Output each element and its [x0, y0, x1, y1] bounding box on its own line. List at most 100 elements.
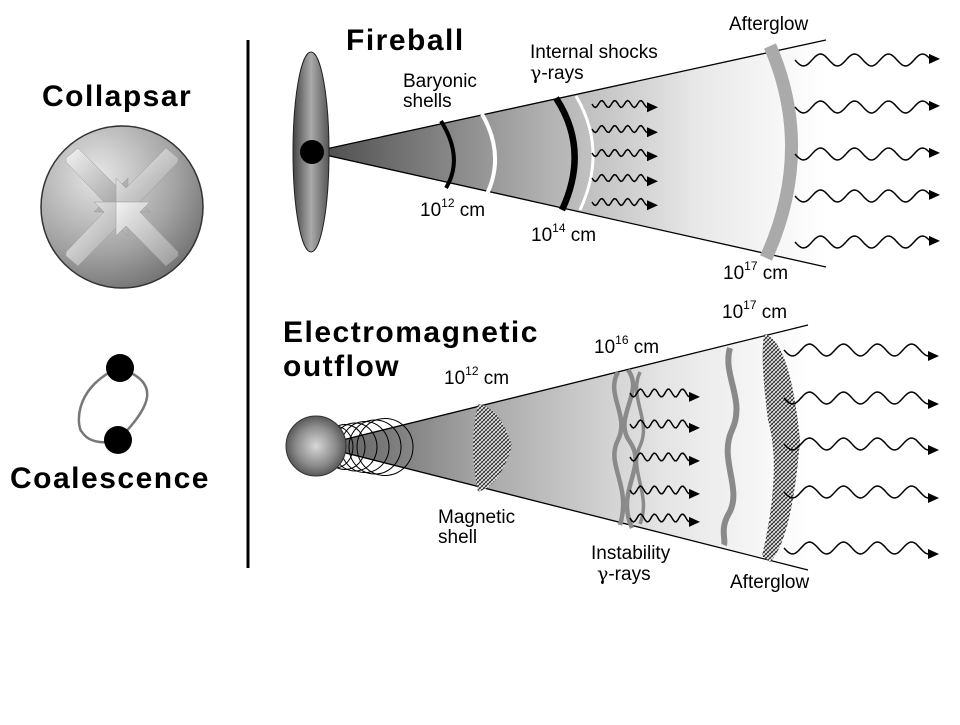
arrowhead-icon: [647, 127, 658, 138]
em-cone: [318, 325, 808, 570]
fireball-jet: [292, 39, 940, 268]
central-engine: [300, 140, 324, 164]
internal-shock-shell-light: [574, 95, 595, 211]
arrowhead-icon: [929, 235, 940, 246]
dist-base: 10: [722, 302, 744, 323]
em-gamma-ray-arrow: [629, 452, 691, 462]
dist-unit: cm: [757, 263, 789, 284]
em-afterglow-photon-arrow: [783, 485, 930, 499]
gamma-ray-waves: [591, 99, 658, 211]
em-afterglow-photon-arrow: [783, 343, 930, 357]
arrowhead-icon: [647, 102, 658, 113]
baryonic-line-2: shells: [403, 91, 452, 112]
instability-line-1: [611, 370, 626, 526]
instability-line-2-text: γ-rays: [591, 564, 670, 585]
magnetic-shell-label: Magnetic shell: [438, 508, 515, 548]
fireball-distance-3: 1017 cm: [723, 259, 789, 285]
fireball-cone: [312, 40, 826, 267]
rays-text: -rays: [608, 564, 651, 585]
arrowhead-icon: [928, 350, 939, 361]
em-afterglow-photon-arrow: [783, 541, 930, 555]
baryonic-shell-dark: [439, 119, 456, 190]
fireball-distance-1: 1012 cm: [420, 196, 485, 222]
em-gamma-ray-arrow: [629, 419, 691, 429]
dist-base: 10: [420, 200, 442, 221]
arrowhead-icon: [928, 492, 939, 503]
em-outflow-title: Electromagnetic outflow: [283, 316, 539, 384]
baryonic-shells-label: Baryonic shells: [403, 72, 477, 112]
arrowhead-icon: [689, 391, 700, 402]
rays-text: -rays: [541, 63, 584, 84]
dist-unit: cm: [628, 337, 660, 358]
dist-unit: cm: [565, 225, 597, 246]
em-distance-1: 1012 cm: [444, 364, 510, 390]
binary-orbit: [77, 354, 149, 454]
gamma-ray-arrow: [591, 197, 649, 207]
em-title-line-2: outflow: [283, 350, 401, 383]
arrowhead-icon: [647, 200, 658, 211]
magnetic-line-2: shell: [438, 527, 478, 548]
em-afterglow-waves: [783, 343, 939, 559]
dist-base: 10: [531, 225, 553, 246]
dist-base: 10: [723, 263, 745, 284]
dist-base: 10: [444, 368, 466, 389]
gamma-symbol: γ: [597, 563, 609, 585]
em-afterglow-shell: [762, 334, 800, 562]
arrowhead-icon: [647, 151, 658, 162]
dist-exp: 17: [743, 298, 757, 312]
instability-line-1-text: Instability: [591, 543, 671, 564]
dist-base: 10: [594, 337, 616, 358]
arrowhead-icon: [928, 444, 939, 455]
afterglow-photon-arrow: [794, 235, 931, 249]
gamma-symbol: γ: [530, 62, 542, 84]
arrowhead-icon: [928, 548, 939, 559]
afterglow-photon-arrow: [794, 53, 931, 67]
dist-unit: cm: [756, 302, 788, 323]
dist-exp: 14: [552, 221, 566, 235]
afterglow-photon-arrow: [794, 147, 931, 161]
em-gamma-ray-arrow: [629, 388, 691, 398]
em-afterglow-label: Afterglow: [730, 572, 810, 593]
arrowhead-icon: [928, 398, 939, 409]
em-gamma-ray-arrow: [629, 513, 691, 523]
gamma-ray-arrow: [591, 173, 649, 183]
arrowhead-icon: [689, 516, 700, 527]
magnetic-shell: [473, 404, 512, 492]
gamma-ray-arrow: [591, 99, 649, 109]
dist-exp: 16: [615, 333, 629, 347]
instability-line-2: [622, 368, 638, 529]
em-distance-2: 1016 cm: [594, 333, 660, 359]
instability-label: Instability γ-rays: [591, 544, 670, 585]
neutron-star-2: [104, 426, 132, 454]
baryonic-line-1: Baryonic: [403, 71, 477, 92]
collapsar-title: Collapsar: [42, 80, 193, 113]
afterglow-shell: [760, 43, 798, 261]
dist-unit: cm: [478, 368, 510, 389]
arrowhead-icon: [929, 189, 940, 200]
fireball-title: Fireball: [346, 24, 465, 57]
gamma-ray-arrow: [591, 124, 649, 134]
arrowhead-icon: [689, 455, 700, 466]
inward-arrows-icon: [65, 147, 179, 267]
afterglow-photon-arrow: [794, 100, 931, 114]
em-distance-3: 1017 cm: [722, 298, 788, 324]
em-jet: [285, 324, 939, 571]
collapsar-star: [40, 125, 204, 289]
baryonic-shell-light: [480, 113, 497, 197]
coalescence-title: Coalescence: [10, 462, 210, 495]
em-gamma-ray-arrow: [629, 485, 691, 495]
neutron-star-1: [106, 354, 134, 382]
internal-shock-shell: [553, 96, 578, 212]
dist-exp: 12: [441, 196, 455, 210]
gamma-ray-arrow: [591, 148, 649, 158]
magnetic-line-1: Magnetic: [438, 507, 516, 528]
field-coil: [356, 418, 414, 476]
em-afterglow-photon-arrow: [783, 437, 930, 451]
em-gamma-ray-waves: [629, 388, 700, 527]
arrowhead-icon: [689, 422, 700, 433]
dist-exp: 12: [465, 364, 479, 378]
arrowhead-icon: [929, 100, 940, 111]
afterglow-waves: [794, 53, 940, 249]
